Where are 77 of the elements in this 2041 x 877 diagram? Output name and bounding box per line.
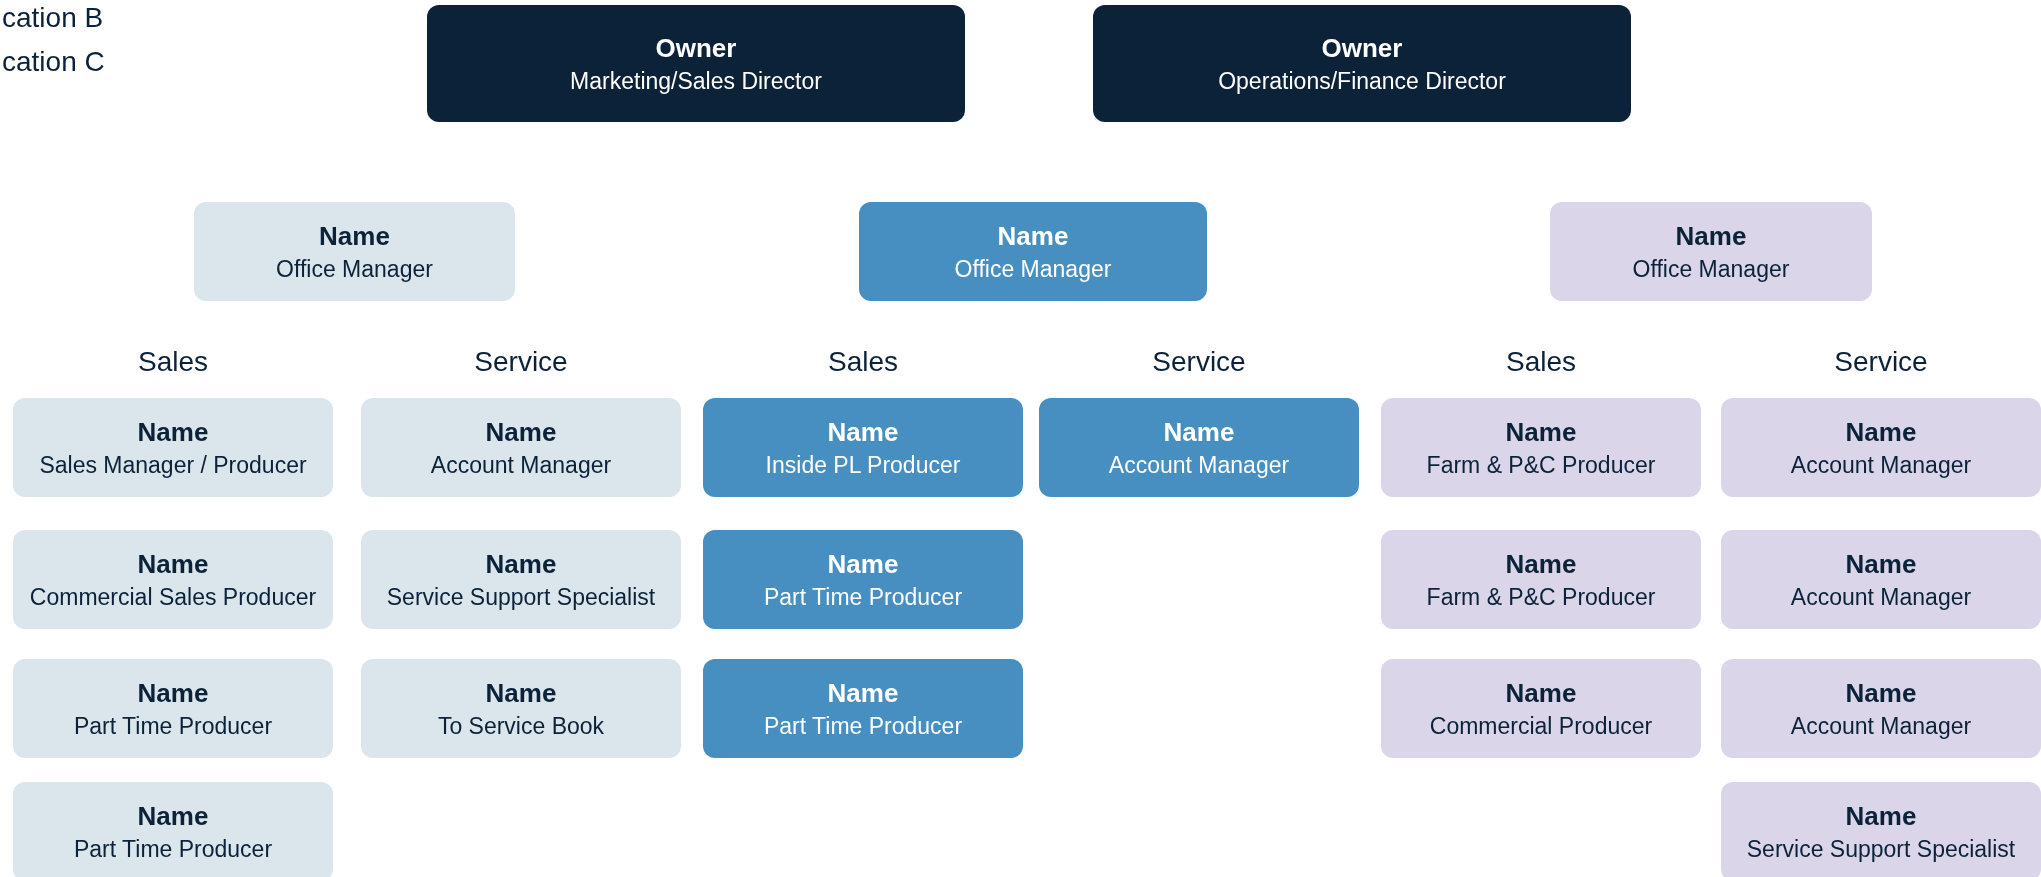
role-card (859, 202, 1207, 301)
role-title: Commercial Sales Producer (29, 582, 317, 612)
role-card (1381, 659, 1701, 758)
name-heading: Name (137, 547, 209, 581)
role-card (361, 398, 681, 497)
role-card (13, 659, 333, 758)
role-title: Service Support Specialist (386, 582, 656, 612)
name-heading: Name (485, 415, 557, 449)
role-title: Sales Manager / Producer (39, 450, 307, 480)
role-card (1721, 659, 2041, 758)
role-title: Part Time Producer (73, 834, 273, 864)
name-heading: Name (1505, 415, 1577, 449)
name-heading: Owner (655, 31, 737, 65)
name-heading: Name (997, 219, 1069, 253)
role-title: Account Manager (1108, 450, 1290, 480)
name-heading: Name (827, 547, 899, 581)
column-heading: Sales (1506, 346, 1576, 378)
role-title: Account Manager (1790, 582, 1972, 612)
role-title: Farm & P&C Producer (1426, 450, 1656, 480)
role-title: Office Manager (1632, 254, 1790, 284)
name-heading: Name (1163, 415, 1235, 449)
role-card (703, 659, 1023, 758)
role-card (1381, 398, 1701, 497)
role-card (1721, 530, 2041, 629)
role-card (1093, 5, 1631, 122)
name-heading: Name (1505, 676, 1577, 710)
role-title: Account Manager (430, 450, 612, 480)
name-heading: Name (137, 415, 209, 449)
role-title: Part Time Producer (73, 711, 273, 741)
name-heading: Name (485, 547, 557, 581)
role-card (1381, 530, 1701, 629)
name-heading: Name (827, 415, 899, 449)
role-title: Account Manager (1790, 450, 1972, 480)
column-heading: Service (1152, 346, 1246, 378)
role-card (703, 398, 1023, 497)
role-title: Operations/Finance Director (1218, 66, 1506, 96)
role-title: Inside PL Producer (765, 450, 961, 480)
role-title: Account Manager (1790, 711, 1972, 741)
name-heading: Name (485, 676, 557, 710)
role-card (361, 530, 681, 629)
name-heading: Name (1845, 415, 1917, 449)
role-card (1721, 398, 2041, 497)
name-heading: Name (319, 219, 390, 253)
name-heading: Owner (1321, 31, 1403, 65)
role-card (13, 398, 333, 497)
name-heading: Name (827, 676, 899, 710)
role-title: Farm & P&C Producer (1426, 582, 1656, 612)
role-card (427, 5, 965, 122)
name-heading: Name (1505, 547, 1577, 581)
role-title: Office Manager (276, 254, 433, 284)
role-title: Service Support Specialist (1746, 834, 2016, 864)
role-card (1039, 398, 1359, 497)
name-heading: Name (137, 799, 209, 833)
role-card (13, 782, 333, 877)
role-card (1721, 782, 2041, 877)
role-card (361, 659, 681, 758)
role-card (194, 202, 515, 301)
column-heading: Service (1834, 346, 1928, 378)
name-heading: Name (1845, 676, 1917, 710)
name-heading: Name (1845, 799, 1917, 833)
role-title: Commercial Producer (1429, 711, 1653, 741)
column-heading: Sales (138, 346, 208, 378)
name-heading: Name (1845, 547, 1917, 581)
role-title: To Service Book (437, 711, 605, 741)
role-title: Office Manager (954, 254, 1112, 284)
role-title: Part Time Producer (763, 582, 963, 612)
column-heading: Service (474, 346, 568, 378)
name-heading: Name (137, 676, 209, 710)
role-title: Marketing/Sales Director (570, 66, 822, 96)
legend-text: cation B (2, 2, 104, 34)
name-heading: Name (1675, 219, 1747, 253)
legend-text: cation C (2, 46, 105, 78)
column-heading: Sales (828, 346, 898, 378)
role-card (1550, 202, 1872, 301)
role-card (703, 530, 1023, 629)
role-title: Part Time Producer (763, 711, 963, 741)
role-card (13, 530, 333, 629)
